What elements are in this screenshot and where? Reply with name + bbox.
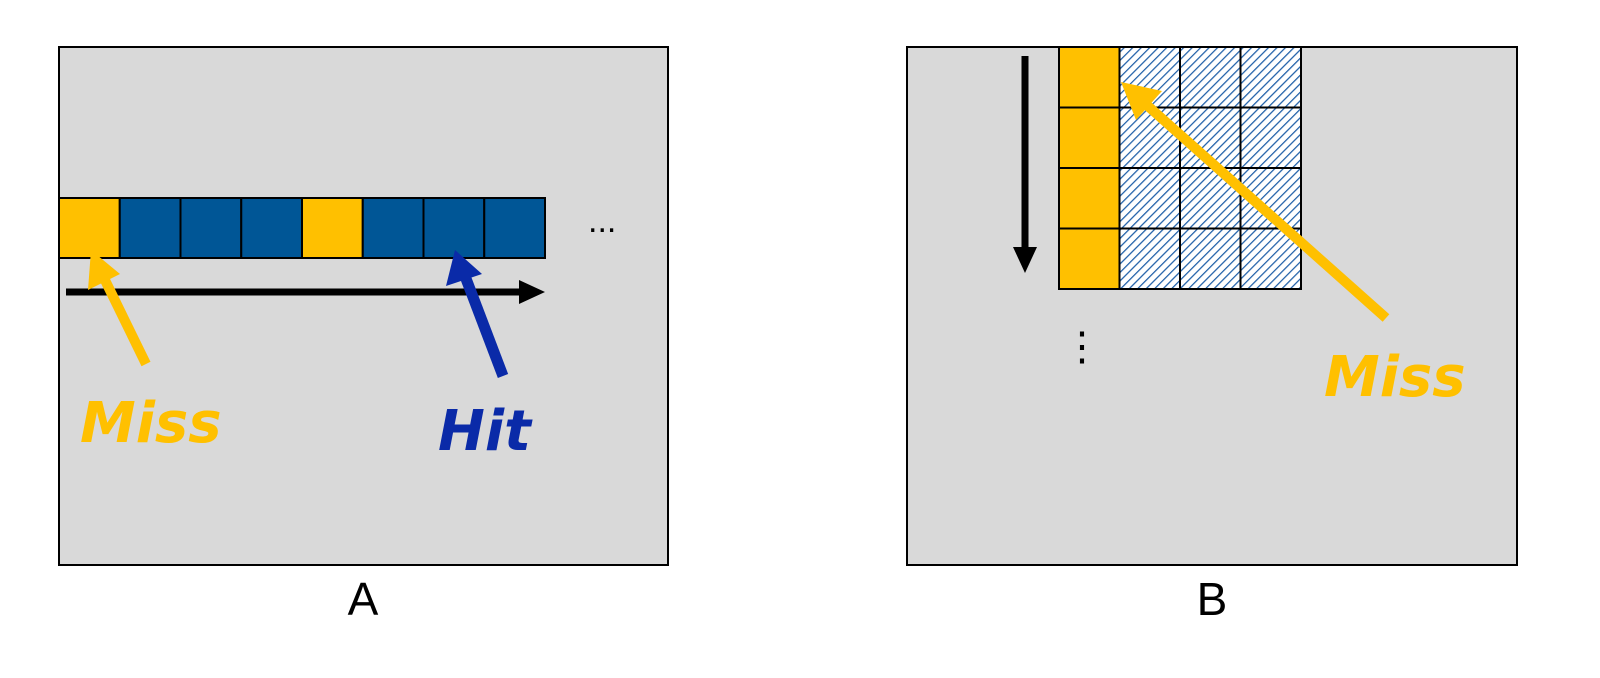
row-ellipsis: ...: [588, 202, 616, 240]
hatched-cell: [1179, 46, 1242, 109]
hatched-cell: [1118, 106, 1181, 169]
hatched-cell: [1118, 167, 1181, 230]
cached-cell: [1058, 227, 1121, 290]
hit-arrow-icon: [446, 250, 509, 378]
panel-b-caption: B: [1197, 573, 1228, 625]
hatched-cell: [1118, 227, 1181, 290]
arrow-right-icon: [66, 280, 545, 304]
data-cell: [240, 197, 303, 259]
cached-cell: [1058, 106, 1121, 169]
memory-row: [58, 197, 546, 259]
panel-a: ... Miss Hit A: [58, 46, 669, 625]
miss-arrow-icon: [88, 250, 151, 367]
data-cell: [483, 197, 546, 259]
column-ellipsis: ⋮: [1062, 325, 1102, 369]
panel-b: ⋮ Miss B: [906, 46, 1518, 625]
miss-label-b: Miss: [1324, 345, 1466, 410]
cached-cell: [1058, 46, 1121, 109]
data-cell: [361, 197, 425, 259]
cached-cell: [301, 197, 364, 259]
hatched-cell: [1239, 46, 1302, 109]
panel-a-caption: A: [348, 573, 379, 625]
hit-label: Hit: [438, 399, 533, 464]
data-cell: [118, 197, 182, 259]
hatched-cell: [1179, 227, 1242, 290]
cached-cell: [58, 197, 121, 259]
miss-arrow-icon: [1121, 82, 1390, 322]
miss-label: Miss: [80, 391, 222, 456]
memory-grid: [1058, 46, 1302, 290]
data-cell: [179, 197, 243, 259]
cached-cell: [1058, 167, 1121, 230]
hatched-cell: [1239, 106, 1302, 169]
panel-a-background: [58, 46, 669, 566]
data-cell: [422, 197, 486, 259]
arrow-down-icon: [1013, 56, 1037, 273]
